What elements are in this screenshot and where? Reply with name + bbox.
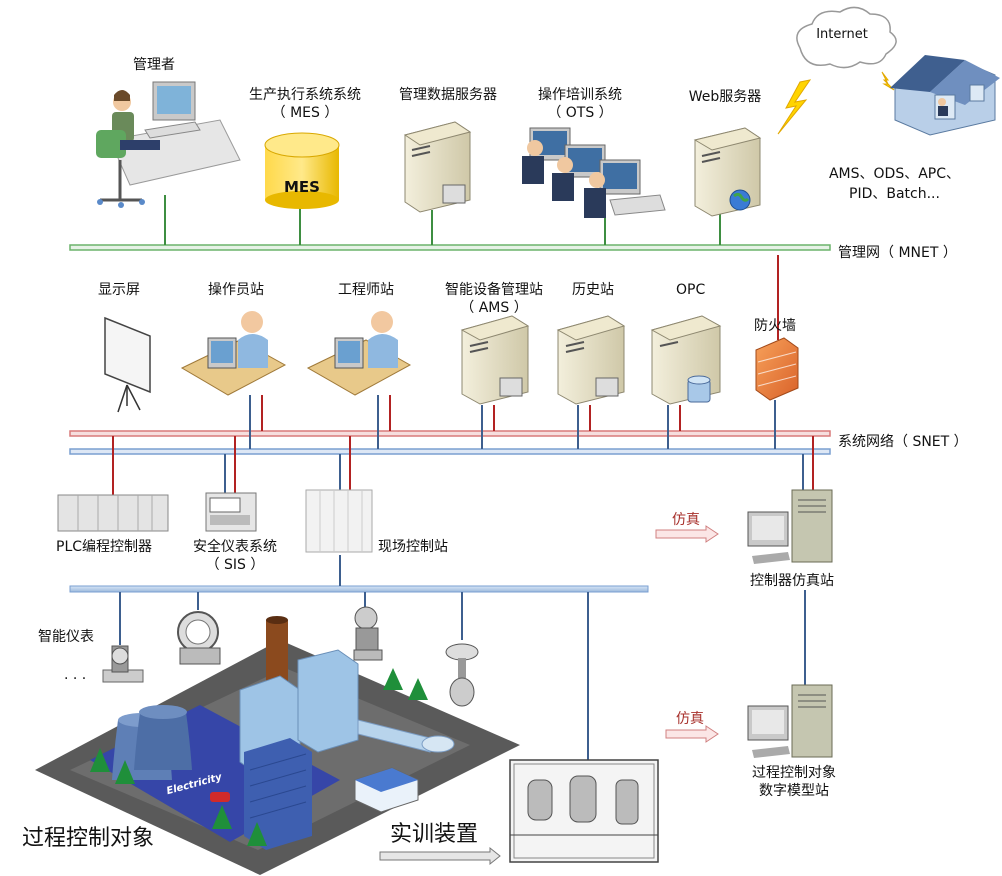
plc-label: PLC编程控制器 bbox=[56, 539, 153, 555]
data-server-label: 管理数据服务器 bbox=[399, 87, 497, 103]
mes-sub-label: （ MES ） bbox=[271, 105, 339, 121]
model-line1-label: 过程控制对象 bbox=[752, 765, 836, 781]
opc-server-icon bbox=[650, 315, 722, 405]
manager-icon bbox=[96, 81, 241, 208]
display-label: 显示屏 bbox=[98, 282, 140, 298]
field-control-station-icon bbox=[305, 489, 373, 553]
training-device-illustration bbox=[509, 759, 659, 863]
pressure-transmitter-icon bbox=[353, 606, 383, 661]
ots-sub-label: （ OTS ） bbox=[547, 105, 613, 121]
internet-label: Internet bbox=[816, 27, 868, 42]
process-plant-illustration bbox=[35, 616, 520, 875]
ellipsis-label: · · · bbox=[64, 671, 87, 687]
display-screen-icon bbox=[104, 316, 151, 413]
model-line2-label: 数字模型站 bbox=[759, 783, 829, 799]
field-station-label: 现场控制站 bbox=[378, 539, 448, 555]
ams-server-icon bbox=[460, 315, 530, 405]
firewall-label: 防火墙 bbox=[754, 318, 796, 334]
web-server-label: Web服务器 bbox=[688, 89, 762, 105]
ams-sub-label: （ AMS ） bbox=[460, 300, 528, 316]
firewall-icon bbox=[755, 337, 799, 401]
ams-title-label: 智能设备管理站 bbox=[445, 282, 543, 298]
mnet-label: 管理网（ MNET ） bbox=[838, 245, 957, 261]
mes-tag-label: MES bbox=[284, 178, 320, 196]
field-connectors bbox=[119, 555, 589, 760]
house-icon bbox=[890, 55, 1000, 136]
data-server-icon bbox=[403, 121, 472, 213]
training-arrow bbox=[379, 846, 501, 866]
sim1-label: 仿真 bbox=[672, 512, 700, 528]
lightning-icon bbox=[777, 71, 895, 135]
ots-operators-icon bbox=[522, 127, 666, 218]
snet-connectors bbox=[112, 255, 814, 685]
mnet-bus bbox=[69, 244, 831, 251]
controller-sim-label: 控制器仿真站 bbox=[750, 573, 834, 589]
engineer-station-icon bbox=[306, 311, 412, 396]
operator-station-icon bbox=[180, 311, 287, 396]
training-device-label: 实训装置 bbox=[390, 822, 479, 847]
sis-system-icon bbox=[205, 492, 257, 532]
control-valve-icon bbox=[445, 643, 479, 707]
flow-meter-icon bbox=[102, 645, 144, 683]
sis-title-label: 安全仪表系统 bbox=[193, 539, 277, 555]
process-model-workstation-icon bbox=[747, 684, 833, 758]
mes-database-icon bbox=[264, 132, 340, 209]
manager-label: 管理者 bbox=[133, 57, 175, 73]
history-server-icon bbox=[556, 315, 626, 405]
engineer-station-label: 工程师站 bbox=[338, 282, 394, 298]
mnet-connectors bbox=[164, 195, 721, 245]
sim-arrow-2 bbox=[665, 725, 719, 743]
operator-station-label: 操作员站 bbox=[208, 282, 264, 298]
mes-title-label: 生产执行系统系统 bbox=[249, 87, 361, 103]
process-object-label: 过程控制对象 bbox=[22, 826, 155, 851]
field-bus bbox=[69, 585, 649, 593]
smart-instruments-label: 智能仪表 bbox=[38, 629, 94, 645]
controller-sim-workstation-icon bbox=[747, 489, 833, 564]
plc-controller-icon bbox=[57, 494, 169, 532]
apps-line1-label: AMS、ODS、APC、 bbox=[828, 166, 961, 182]
pressure-gauge-icon bbox=[177, 611, 221, 665]
sis-sub-label: （ SIS ） bbox=[205, 557, 265, 573]
snet-bus bbox=[69, 430, 831, 455]
opc-label: OPC bbox=[676, 282, 706, 298]
sim2-label: 仿真 bbox=[676, 711, 704, 727]
history-station-label: 历史站 bbox=[572, 282, 614, 298]
internet-cloud-icon bbox=[796, 6, 897, 69]
ots-title-label: 操作培训系统 bbox=[538, 87, 622, 103]
snet-label: 系统网络（ SNET ） bbox=[838, 434, 968, 450]
web-server-icon bbox=[693, 127, 762, 217]
apps-line2-label: PID、Batch... bbox=[849, 186, 940, 202]
sim-arrow-1 bbox=[655, 525, 719, 543]
